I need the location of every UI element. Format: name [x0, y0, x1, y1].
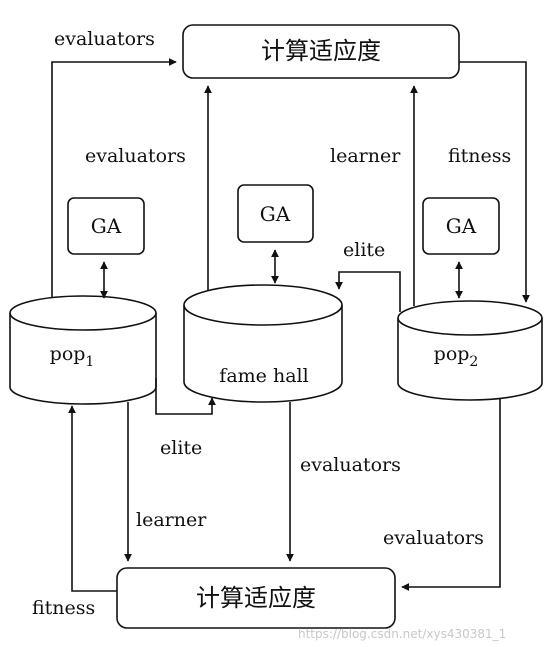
label-evaluators-bottom-right: evaluators [383, 527, 484, 549]
ga-box-right [422, 197, 500, 255]
watermark-text: https://blog.csdn.net/xys430381_1 [298, 627, 506, 641]
edge-bottom-to-pop1 [68, 405, 117, 592]
fame-hall-cylinder [183, 284, 343, 403]
ga-box-middle-label: GA [260, 202, 291, 226]
pop1-cylinder [9, 295, 157, 405]
label-evaluators-center: evaluators [300, 454, 401, 476]
label-learner-bottom-left: learner [136, 509, 207, 531]
top-fitness-box-label: 计算适应度 [261, 37, 381, 65]
label-elite-left: elite [160, 437, 202, 459]
edge-top-to-pop2 [459, 61, 530, 303]
ga-box-middle [237, 184, 314, 243]
label-fitness-bottom-left: fitness [32, 597, 95, 619]
edge-pop2-to-bottom [401, 398, 501, 591]
bottom-fitness-box [116, 567, 396, 629]
label-elite-right: elite [343, 239, 385, 261]
label-evaluators-mid-left: evaluators [85, 145, 186, 167]
pop1-label: pop1 [50, 343, 95, 370]
top-fitness-box [182, 24, 460, 79]
bottom-fitness-box-label: 计算适应度 [196, 584, 316, 612]
ga-box-left [67, 197, 145, 255]
pop2-label: pop2 [434, 343, 479, 370]
edge-pop1-to-top [51, 58, 177, 298]
label-learner-top-right: learner [330, 145, 401, 167]
edge-pop2-to-fame-hall [335, 271, 401, 312]
label-evaluators-top-left: evaluators [54, 28, 155, 50]
ga-box-left-label: GA [91, 214, 122, 238]
fame-hall-label: fame hall [219, 365, 308, 387]
pop2-cylinder [397, 300, 543, 401]
label-fitness-top-right: fitness [448, 145, 511, 167]
edge-pop1-to-fame-hall [155, 378, 216, 415]
ga-box-right-label: GA [446, 214, 477, 238]
